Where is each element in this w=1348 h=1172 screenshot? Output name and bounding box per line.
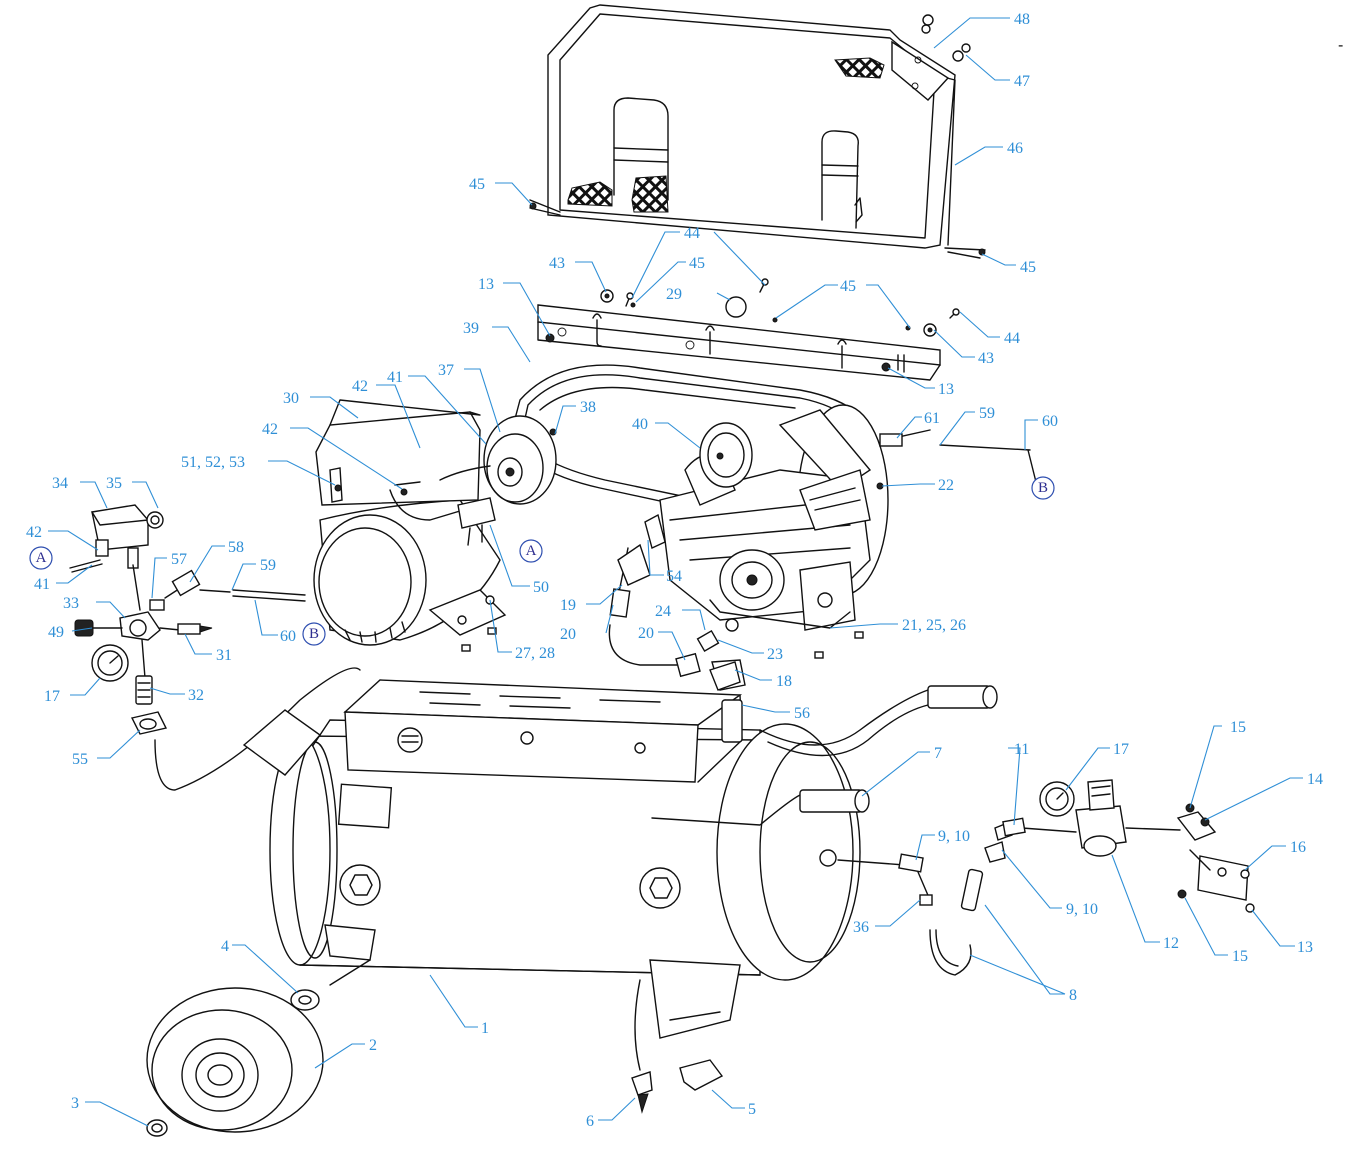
- callout-label: 20: [560, 626, 576, 643]
- callout-label: 40: [632, 416, 648, 433]
- callout-label: 59: [979, 405, 995, 422]
- belt-guard: [547, 4, 956, 249]
- callout-label: 13: [1297, 939, 1313, 956]
- callout-label: 24: [655, 603, 671, 620]
- callout-label: 46: [1007, 140, 1023, 157]
- callout-label: 48: [1014, 11, 1030, 28]
- callout-label: 39: [463, 320, 479, 337]
- callout-label: 17: [44, 688, 60, 705]
- air-tank: [269, 719, 861, 1071]
- connector-a-marker: A: [29, 546, 53, 570]
- callout-label: 35: [106, 475, 122, 492]
- callout-label: 55: [72, 751, 88, 768]
- callout-label: 37: [438, 362, 454, 379]
- regulator-assembly: [1002, 779, 1255, 913]
- callout-label: 49: [48, 624, 64, 641]
- callout-label: 41: [34, 576, 50, 593]
- callout-label: 13: [938, 381, 954, 398]
- guard-screws: [529, 199, 986, 259]
- callout-labels: 48 47 46 45 45 44 43 45 29 45 13 44 43 1…: [26, 11, 1323, 1130]
- tank-handle: [651, 685, 998, 826]
- callout-label: 32: [188, 687, 204, 704]
- air-pump: [659, 404, 889, 659]
- callout-label: 33: [63, 595, 79, 612]
- wheel: [146, 987, 324, 1137]
- connector-a-marker: A: [519, 539, 543, 563]
- callout-label: 4: [221, 938, 229, 955]
- callout-label: 44: [1004, 330, 1020, 347]
- callout-label: 15: [1232, 948, 1248, 965]
- callout-label: 19: [560, 597, 576, 614]
- guard-washer-nut: [921, 14, 971, 62]
- callout-label: 14: [1307, 771, 1323, 788]
- connector-b-marker: B: [302, 622, 326, 646]
- callout-label: 36: [853, 919, 869, 936]
- callout-label: 7: [934, 745, 942, 762]
- connector-markers: A A B B: [29, 476, 1055, 646]
- connector-label: B: [1038, 480, 1048, 496]
- callout-label: 45: [840, 278, 856, 295]
- leader-lines: [48, 17, 1303, 1127]
- callout-label: 27, 28: [515, 645, 555, 662]
- callout-label: 42: [26, 524, 42, 541]
- callout-label: 6: [586, 1113, 594, 1130]
- callout-label: 44: [684, 225, 700, 242]
- callout-label: 60: [280, 628, 296, 645]
- callout-label: 45: [689, 255, 705, 272]
- callout-label: 23: [767, 646, 783, 663]
- callout-label: 61: [924, 410, 940, 427]
- callout-label: 1: [481, 1020, 489, 1037]
- callout-label: 30: [283, 390, 299, 407]
- callout-label: 59: [260, 557, 276, 574]
- callout-label: 21, 25, 26: [902, 617, 966, 634]
- callout-label: 56: [794, 705, 810, 722]
- callout-label: 9, 10: [1066, 901, 1098, 918]
- connector-label: B: [309, 626, 319, 642]
- callout-label: 58: [228, 539, 244, 556]
- callout-label: 3: [71, 1095, 79, 1112]
- callout-label: 16: [1290, 839, 1306, 856]
- connector-label: A: [36, 550, 47, 566]
- callout-label: 9, 10: [938, 828, 970, 845]
- callout-label: 15: [1230, 719, 1246, 736]
- motor-pulley: [483, 415, 557, 505]
- callout-label: 45: [1020, 259, 1036, 276]
- callout-label: 11: [1014, 741, 1029, 758]
- callout-label: 50: [533, 579, 549, 596]
- callout-label: 22: [938, 477, 954, 494]
- callout-label: 60: [1042, 413, 1058, 430]
- callout-label: 29: [666, 286, 682, 303]
- connector-label: A: [526, 543, 537, 559]
- callout-label: 42: [262, 421, 278, 438]
- callout-label: 45: [469, 176, 485, 193]
- callout-label: 5: [748, 1101, 756, 1118]
- connector-b-marker: B: [1031, 476, 1055, 500]
- corner-mark: -: [1338, 37, 1343, 54]
- callout-label: 57: [171, 551, 187, 568]
- callout-label: 8: [1069, 987, 1077, 1004]
- callout-label: 34: [52, 475, 68, 492]
- callout-label: 18: [776, 673, 792, 690]
- motor: [313, 399, 507, 652]
- callout-label: 41: [387, 369, 403, 386]
- callout-label: 13: [478, 276, 494, 293]
- callout-label: 42: [352, 378, 368, 395]
- callout-label: 2: [369, 1037, 377, 1054]
- callout-label: 54: [666, 568, 682, 585]
- callout-label: 12: [1163, 935, 1179, 952]
- callout-label: 31: [216, 647, 232, 664]
- callout-label: 47: [1014, 73, 1030, 90]
- callout-label: 20: [638, 625, 654, 642]
- callout-label: 17: [1113, 741, 1129, 758]
- callout-label: 43: [549, 255, 565, 272]
- tank-hardware: [631, 661, 1013, 1114]
- guard-bracket: [537, 304, 941, 381]
- callout-label: 51, 52, 53: [181, 454, 245, 471]
- callout-label: 43: [978, 350, 994, 367]
- callout-label: 38: [580, 399, 596, 416]
